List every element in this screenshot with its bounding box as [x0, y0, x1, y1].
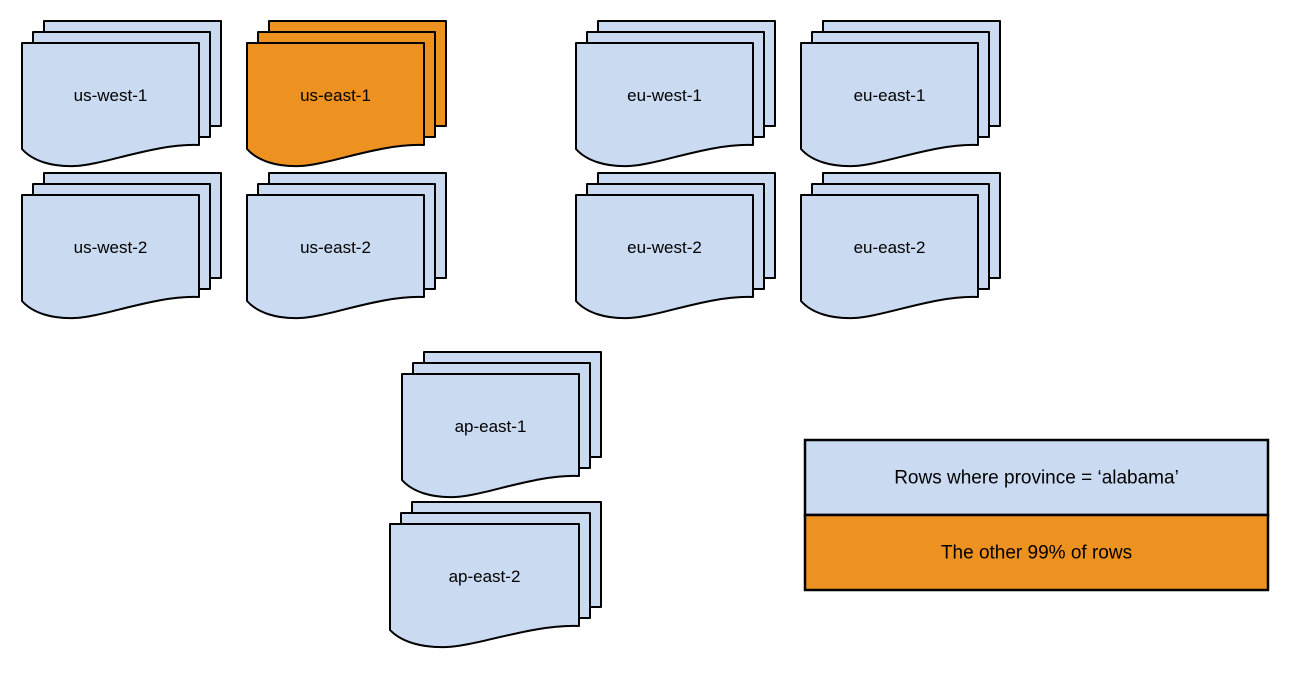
document-stack-us-west-1[interactable]: us-west-1 [21, 20, 222, 168]
document-stack-eu-west-2[interactable]: eu-west-2 [575, 172, 776, 320]
document-stack-eu-east-1[interactable]: eu-east-1 [800, 20, 1001, 168]
document-stack-eu-east-2[interactable]: eu-east-2 [800, 172, 1001, 320]
legend-row-blue [803, 438, 1270, 517]
document-stack-us-east-2[interactable]: us-east-2 [246, 172, 447, 320]
document-stack-us-east-1[interactable]: us-east-1 [246, 20, 447, 168]
stack-sheet-front [246, 194, 425, 320]
legend-row-orange [803, 513, 1270, 592]
stack-sheet-front [800, 42, 979, 168]
document-stack-eu-west-1[interactable]: eu-west-1 [575, 20, 776, 168]
stack-sheet-front [246, 42, 425, 168]
stack-sheet-front [575, 194, 754, 320]
document-stack-ap-east-2[interactable]: ap-east-2 [389, 501, 602, 649]
document-stack-ap-east-1[interactable]: ap-east-1 [401, 351, 602, 499]
stack-sheet-front [800, 194, 979, 320]
stack-sheet-front [401, 373, 580, 499]
legend: Rows where province = ‘alabama’The other… [803, 438, 1270, 592]
stack-sheet-front [575, 42, 754, 168]
document-stack-us-west-2[interactable]: us-west-2 [21, 172, 222, 320]
stack-sheet-front [21, 42, 200, 168]
stack-sheet-front [389, 523, 580, 649]
stack-sheet-front [21, 194, 200, 320]
